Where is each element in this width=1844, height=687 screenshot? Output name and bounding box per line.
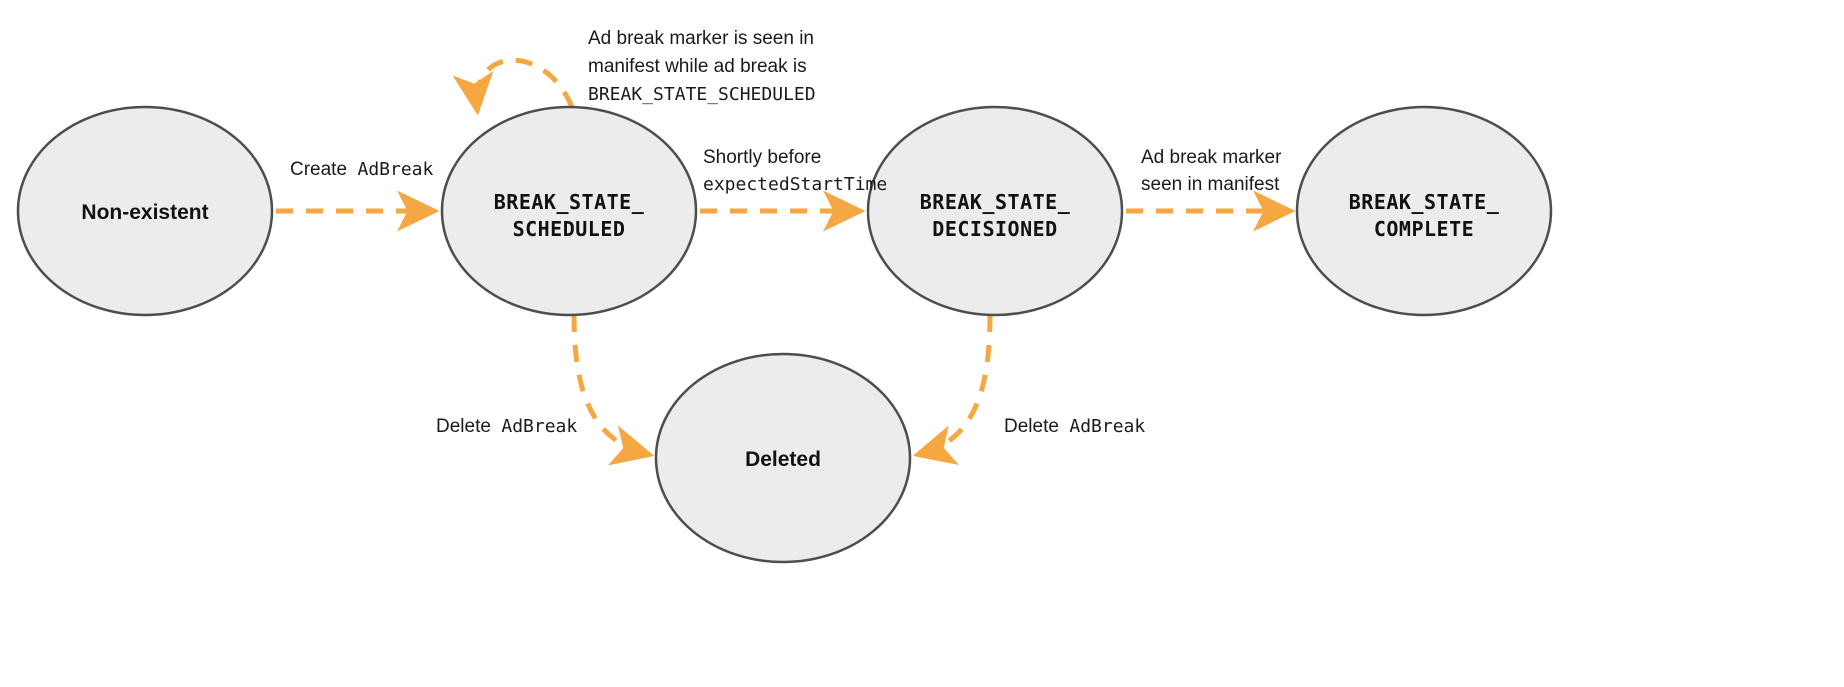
edge-label-scheduled-to-deleted: Delete AdBreak [436, 416, 577, 437]
node-non-existent-shape[interactable] [16, 105, 274, 317]
edge-label-decisioned-to-deleted: Delete AdBreak [1004, 416, 1145, 437]
edge-scheduled-to-deleted [571, 314, 655, 466]
edge-label-scheduled-to-deleted-sans: Delete [436, 416, 491, 437]
node-deleted[interactable]: Deleted [654, 352, 912, 564]
node-break-state-decisioned-label-line2: DECISIONED [932, 217, 1057, 241]
edge-label-scheduled-to-decisioned-line2: expectedStartTime [703, 174, 887, 195]
edge-label-create-adbreak: Create AdBreak [290, 159, 434, 180]
edge-label-create-adbreak-mono: AdBreak [357, 159, 433, 180]
edge-label-create-adbreak-sans: Create [290, 159, 347, 180]
node-break-state-scheduled[interactable]: BREAK_STATE_ SCHEDULED [440, 105, 698, 317]
edge-label-decisioned-to-deleted-sans: Delete [1004, 416, 1059, 437]
node-break-state-decisioned-label-line1: BREAK_STATE_ [920, 190, 1071, 214]
edge-self-loop-scheduled [452, 57, 575, 116]
node-non-existent-label: Non-existent [81, 201, 208, 224]
node-deleted-label: Deleted [745, 448, 821, 471]
edge-label-self-loop-line1: Ad break marker is seen in [588, 28, 814, 49]
node-break-state-scheduled-shape[interactable] [440, 105, 698, 317]
edge-label-scheduled-to-decisioned-line1: Shortly before [703, 147, 821, 168]
node-break-state-complete[interactable]: BREAK_STATE_ COMPLETE [1295, 105, 1553, 317]
edge-label-scheduled-to-deleted-mono: AdBreak [501, 416, 577, 437]
node-break-state-scheduled-label-line1: BREAK_STATE_ [494, 190, 645, 214]
edge-label-self-loop-line2: manifest while ad break is [588, 56, 807, 77]
node-break-state-decisioned[interactable]: BREAK_STATE_ DECISIONED [866, 105, 1124, 317]
node-break-state-complete-shape[interactable] [1295, 105, 1553, 317]
node-break-state-complete-label-line2: COMPLETE [1374, 217, 1474, 241]
edge-labels-layer: Create AdBreak Ad break marker is seen i… [290, 28, 1282, 437]
edge-label-self-loop-line3: BREAK_STATE_SCHEDULED [588, 84, 816, 105]
node-non-existent[interactable]: Non-existent [16, 105, 274, 317]
node-break-state-scheduled-label-line2: SCHEDULED [513, 217, 626, 241]
edge-label-decisioned-to-complete-line2: seen in manifest [1141, 174, 1280, 195]
edges-layer [276, 57, 1296, 466]
edge-label-decisioned-to-deleted-mono: AdBreak [1069, 416, 1145, 437]
edge-label-decisioned-to-complete-line1: Ad break marker [1141, 147, 1282, 168]
node-deleted-shape[interactable] [654, 352, 912, 564]
node-break-state-decisioned-shape[interactable] [866, 105, 1124, 317]
edge-decisioned-to-deleted [912, 314, 993, 466]
node-break-state-complete-label-line1: BREAK_STATE_ [1349, 190, 1500, 214]
nodes-layer: Non-existent BREAK_STATE_ SCHEDULED BREA… [16, 105, 1553, 564]
